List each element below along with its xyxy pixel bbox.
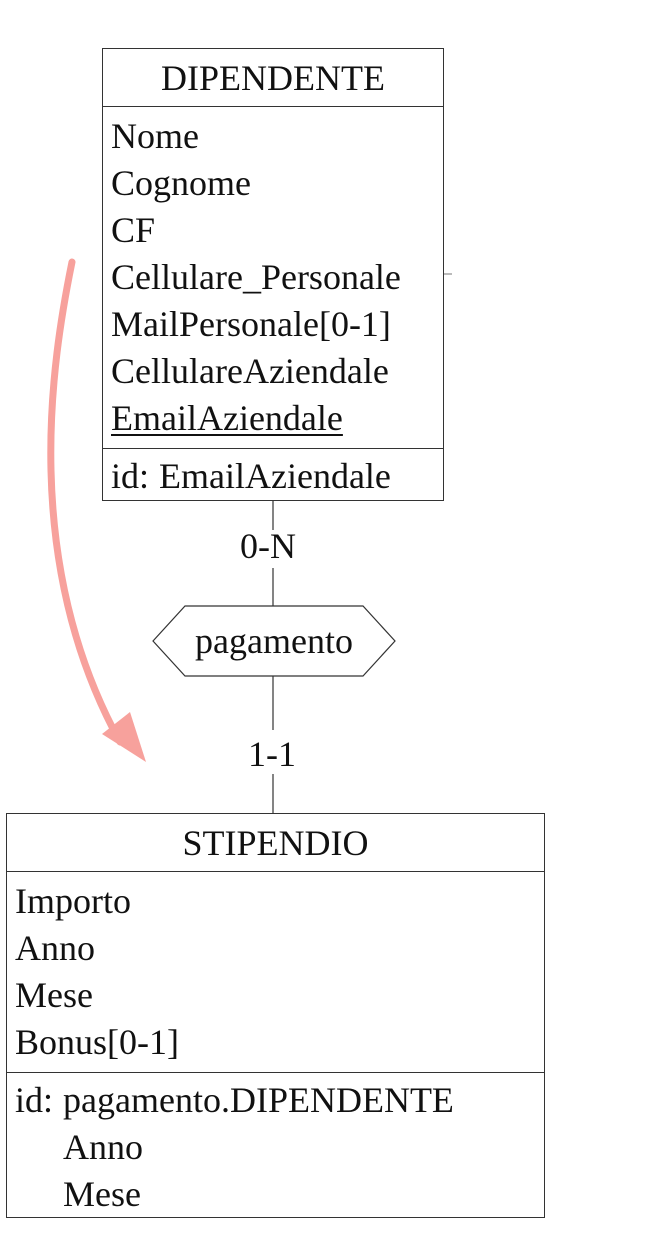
identifier-label: id: bbox=[111, 456, 150, 496]
attribute-email-aziendale: EmailAziendale bbox=[111, 398, 343, 438]
cardinality-dipendente: 0-N bbox=[240, 526, 296, 566]
relationship-label: pagamento bbox=[195, 621, 353, 661]
attribute-mail-personale: MailPersonale[0-1] bbox=[111, 304, 391, 344]
attribute-list: Importo Anno Mese Bonus[0-1] bbox=[7, 872, 544, 1073]
entity-title: STIPENDIO bbox=[7, 814, 544, 872]
attribute-cognome: Cognome bbox=[111, 163, 251, 203]
attribute-mese: Mese bbox=[15, 975, 93, 1015]
cardinality-stipendio: 1-1 bbox=[248, 734, 296, 774]
identifier-section: id: pagamento.DIPENDENTE Anno Mese bbox=[7, 1073, 544, 1222]
entity-stipendio[interactable]: STIPENDIO Importo Anno Mese Bonus[0-1] i… bbox=[6, 813, 545, 1218]
attribute-bonus: Bonus[0-1] bbox=[15, 1022, 179, 1062]
attribute-list: Nome Cognome CF Cellulare_Personale Mail… bbox=[103, 107, 443, 449]
attribute-importo: Importo bbox=[15, 881, 131, 921]
attribute-cellulare-aziendale: CellulareAziendale bbox=[111, 351, 389, 391]
entity-dipendente[interactable]: DIPENDENTE Nome Cognome CF Cellulare_Per… bbox=[102, 48, 444, 501]
entity-title: DIPENDENTE bbox=[103, 49, 443, 107]
attribute-nome: Nome bbox=[111, 116, 199, 156]
relationship-name[interactable]: pagamento bbox=[153, 606, 395, 676]
identifier-part: Mese bbox=[63, 1174, 141, 1214]
identifier-part: EmailAziendale bbox=[159, 456, 391, 496]
attribute-anno: Anno bbox=[15, 928, 95, 968]
attribute-cellulare-personale: Cellulare_Personale bbox=[111, 257, 401, 297]
identifier-section: id: EmailAziendale bbox=[103, 449, 443, 504]
identifier-label: id: bbox=[15, 1080, 54, 1120]
attribute-cf: CF bbox=[111, 210, 156, 250]
identifier-part: pagamento.DIPENDENTE bbox=[63, 1080, 454, 1120]
identifier-part: Anno bbox=[63, 1127, 144, 1167]
